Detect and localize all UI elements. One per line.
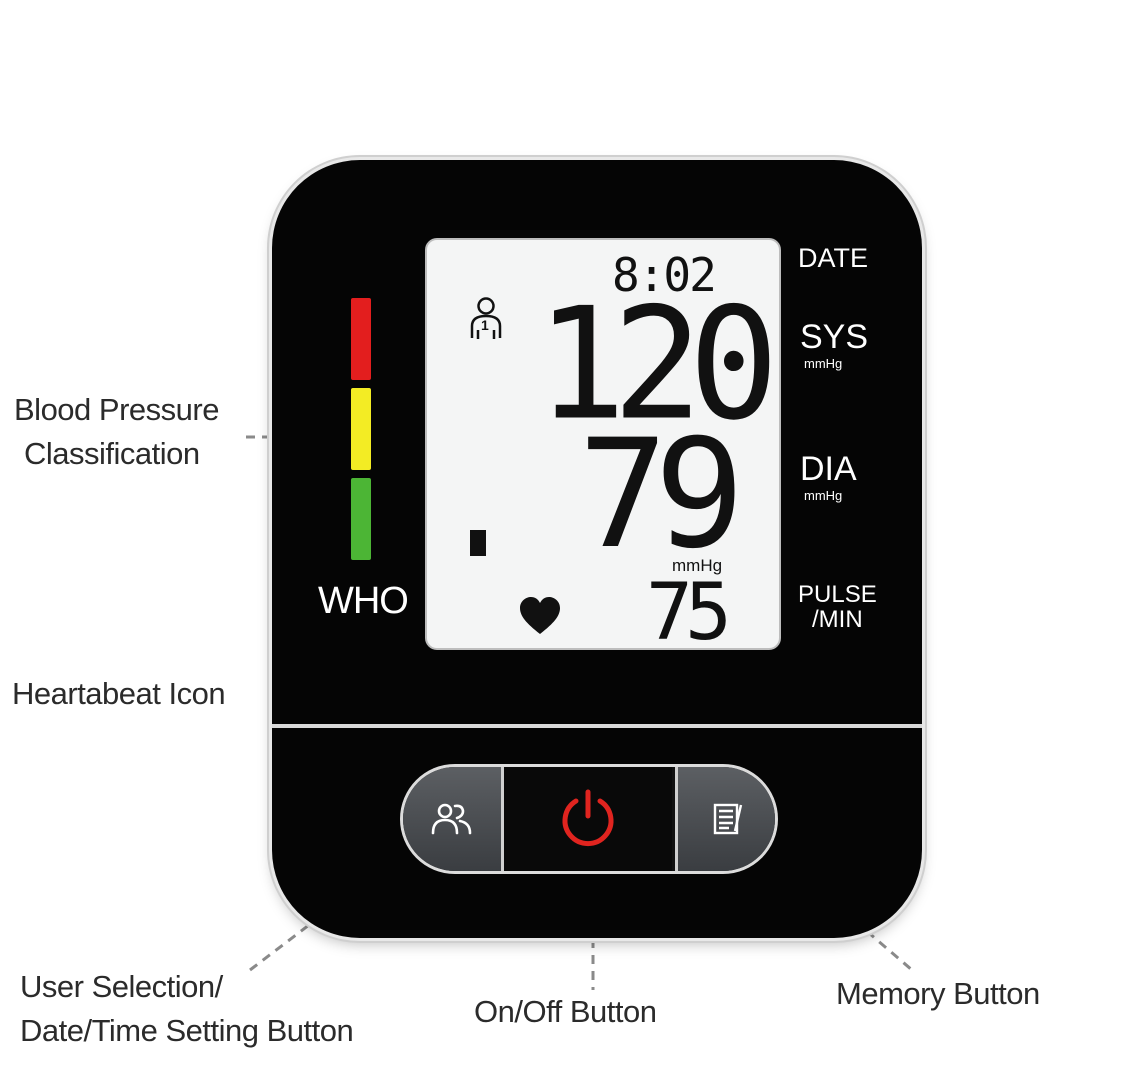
dia-unit-label: mmHg — [804, 488, 843, 503]
memory-button[interactable] — [675, 767, 775, 871]
lcd-user-number: 1 — [481, 317, 489, 333]
lcd-systolic: 120 — [536, 275, 779, 455]
button-panel — [403, 767, 775, 871]
on-off-button[interactable] — [504, 767, 672, 871]
who-label: WHO — [318, 580, 409, 622]
device-divider — [272, 724, 922, 728]
lcd-unit: mmHg — [672, 556, 723, 575]
lcd-diastolic: 79 — [578, 408, 745, 582]
users-icon — [431, 803, 472, 835]
pulse-label: PULSE — [798, 581, 877, 608]
bp-class-annotation-line1: Blood Pressure — [14, 392, 219, 427]
user-selection-button[interactable] — [403, 767, 504, 871]
bp-class-annotation: Blood Pressure Classification — [14, 388, 219, 476]
onoff-annotation: On/Off Button — [474, 994, 657, 1029]
lcd-time: 8:02 — [612, 248, 717, 302]
sys-unit-label: mmHg — [804, 356, 843, 371]
lcd-screen — [425, 238, 781, 650]
bp-class-annotation-line2: Classification — [24, 436, 200, 471]
sys-label: SYS — [800, 318, 869, 356]
date-label: DATE — [798, 243, 869, 273]
bp-class-green-bar — [351, 478, 371, 560]
lcd-battery-segment — [470, 530, 486, 556]
dia-label: DIA — [800, 450, 857, 488]
lcd-user-icon: 1 — [466, 296, 506, 342]
heart-icon — [518, 596, 562, 636]
user-button-annotation-line1: User Selection/ — [20, 969, 223, 1004]
power-icon — [562, 789, 614, 847]
bp-class-red-bar — [351, 298, 371, 380]
user-button-annotation: User Selection/ Date/Time Setting Button — [20, 965, 354, 1053]
lcd-pulse: 75 — [646, 568, 732, 658]
user-button-annotation-line2: Date/Time Setting Button — [20, 1013, 354, 1048]
bp-class-yellow-bar — [351, 388, 371, 470]
memory-icon — [713, 803, 743, 835]
per-min-label: /MIN — [812, 606, 863, 633]
memory-annotation: Memory Button — [836, 976, 1040, 1011]
heartbeat-annotation: Heartabeat Icon — [12, 676, 226, 711]
